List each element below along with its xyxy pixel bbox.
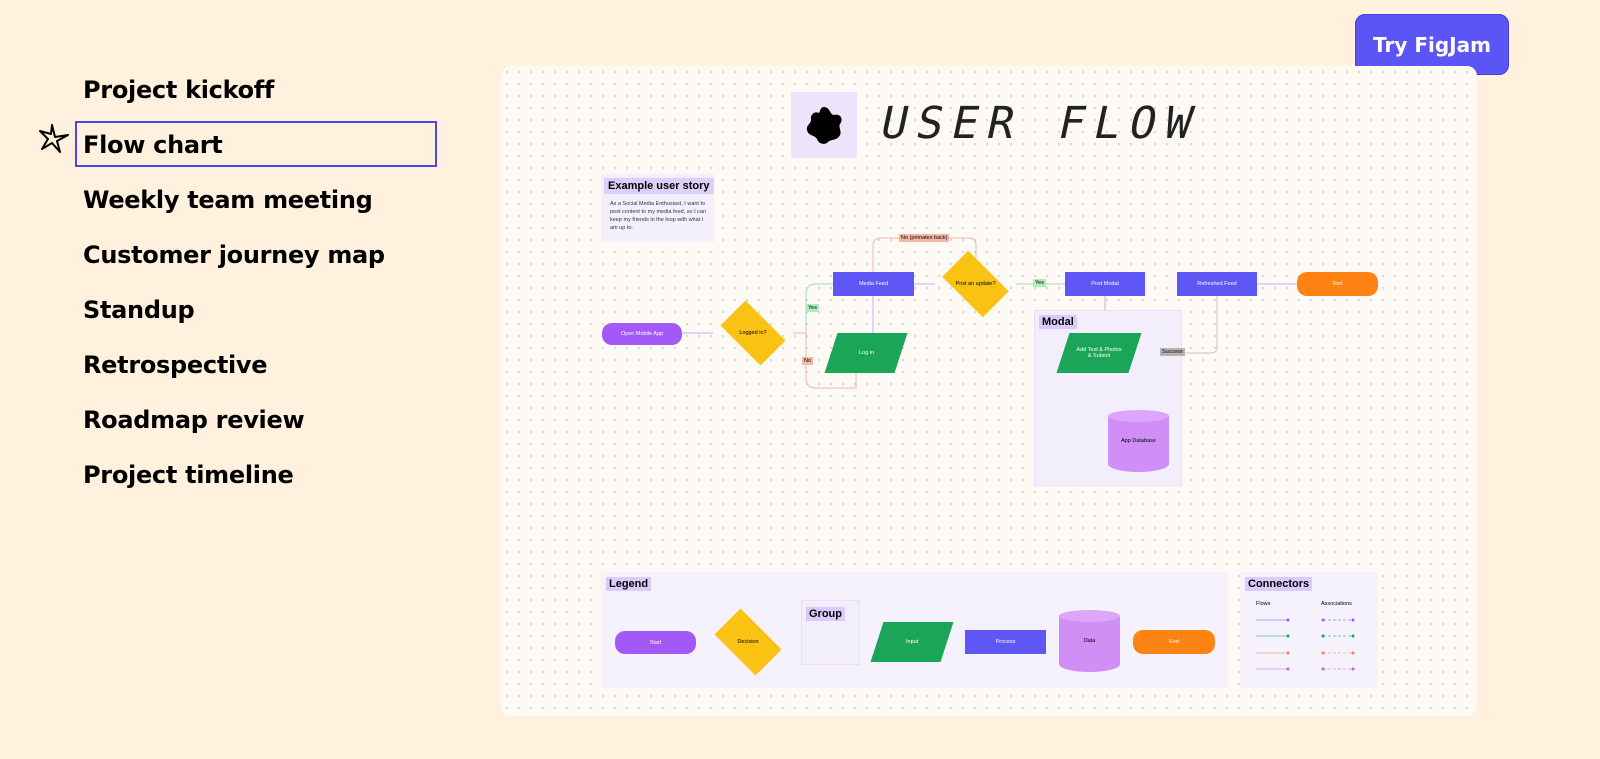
sidebar-item-weekly-team-meeting[interactable]: Weekly team meeting xyxy=(83,185,373,214)
node-label: Log in xyxy=(858,350,874,356)
node-label: Refreshed Feed xyxy=(1197,281,1237,287)
legend-group: Group xyxy=(801,600,860,665)
legend-end: End xyxy=(1133,630,1215,654)
connectors-flows-header: Flows xyxy=(1256,601,1271,607)
sidebar-item-project-timeline[interactable]: Project timeline xyxy=(83,460,294,489)
node-label: Add Text & Photos & Submit xyxy=(1076,347,1122,359)
node-label: Open Mobile App xyxy=(620,331,664,337)
legend-label: End xyxy=(1169,639,1179,645)
node-add-text-photos-input: Add Text & Photos & Submit xyxy=(1056,333,1142,373)
legend-data: Data xyxy=(1059,610,1120,672)
legend-group-label: Group xyxy=(806,607,845,621)
connectors-panel: Connectors Flows Associations xyxy=(1240,572,1378,688)
legend-process: Process xyxy=(965,630,1046,654)
sidebar-item-retrospective[interactable]: Retrospective xyxy=(83,350,268,379)
logo-card xyxy=(791,92,857,158)
node-label: App Database xyxy=(1121,438,1156,444)
legend-label: Input xyxy=(905,639,919,645)
node-open-mobile-app: Open Mobile App xyxy=(602,323,682,345)
sidebar-item-customer-journey-map[interactable]: Customer journey map xyxy=(83,240,385,269)
edge-label-success: Success xyxy=(1160,348,1185,356)
user-story-title: Example user story xyxy=(604,178,714,194)
node-label: Logged in? xyxy=(739,330,767,336)
connector-samples xyxy=(1256,618,1355,671)
connectors-title: Connectors xyxy=(1245,577,1313,591)
board-title: USER FLOW xyxy=(876,98,1207,149)
sidebar-item-roadmap-review[interactable]: Roadmap review xyxy=(83,405,305,434)
legend-label: Start xyxy=(649,639,662,646)
node-media-feed: Media Feed xyxy=(833,272,914,296)
node-post-update-decision: Post an update? xyxy=(935,250,1016,318)
node-log-in-input: Log in xyxy=(824,333,908,373)
flower-blob-icon xyxy=(806,107,842,144)
node-end: End xyxy=(1297,272,1378,296)
node-logged-in-decision: Logged in? xyxy=(713,300,793,366)
node-post-modal: Post Modal xyxy=(1065,272,1145,296)
legend-label: Decision xyxy=(737,639,759,645)
try-figjam-button[interactable]: Try FigJam xyxy=(1355,14,1509,75)
connectors-associations-header: Associations xyxy=(1321,601,1352,607)
node-app-database: App Database xyxy=(1108,410,1169,472)
node-label: Post Modal xyxy=(1091,281,1119,287)
user-story-note: Example user story As a Social Media Ent… xyxy=(601,174,714,242)
node-refreshed-feed: Refreshed Feed xyxy=(1177,272,1257,296)
template-list: Project kickoff Flow chart Weekly team m… xyxy=(75,62,437,502)
edge-label-no: No xyxy=(802,357,814,365)
star-doodle-icon xyxy=(39,124,69,153)
user-story-body: As a Social Media Enthusiast, I want to … xyxy=(610,201,706,231)
edge-label-no-primates-back: No (primates back) xyxy=(899,234,950,242)
node-label: End xyxy=(1332,281,1343,287)
sidebar-item-standup[interactable]: Standup xyxy=(83,295,195,324)
legend-start: Start xyxy=(615,631,696,654)
edge-label-yes: Yes xyxy=(806,304,819,312)
flowchart-preview-board: USER FLOW Example user story As a Social… xyxy=(501,66,1477,716)
modal-group-label: Modal xyxy=(1039,315,1077,329)
sidebar-item-flow-chart[interactable]: Flow chart xyxy=(75,117,437,172)
legend-label: Data xyxy=(1083,638,1096,644)
node-label: Post an update? xyxy=(955,281,996,287)
legend-panel: Legend Start Decision Group Input Proces… xyxy=(601,572,1228,688)
legend-title: Legend xyxy=(606,577,652,591)
legend-label: Process xyxy=(995,639,1016,645)
sidebar-item-project-kickoff[interactable]: Project kickoff xyxy=(83,75,275,104)
edge-label-yes-2: Yes xyxy=(1033,279,1046,287)
legend-input: Input xyxy=(870,622,954,662)
node-label: Media Feed xyxy=(858,281,889,287)
legend-decision: Decision xyxy=(707,608,789,676)
